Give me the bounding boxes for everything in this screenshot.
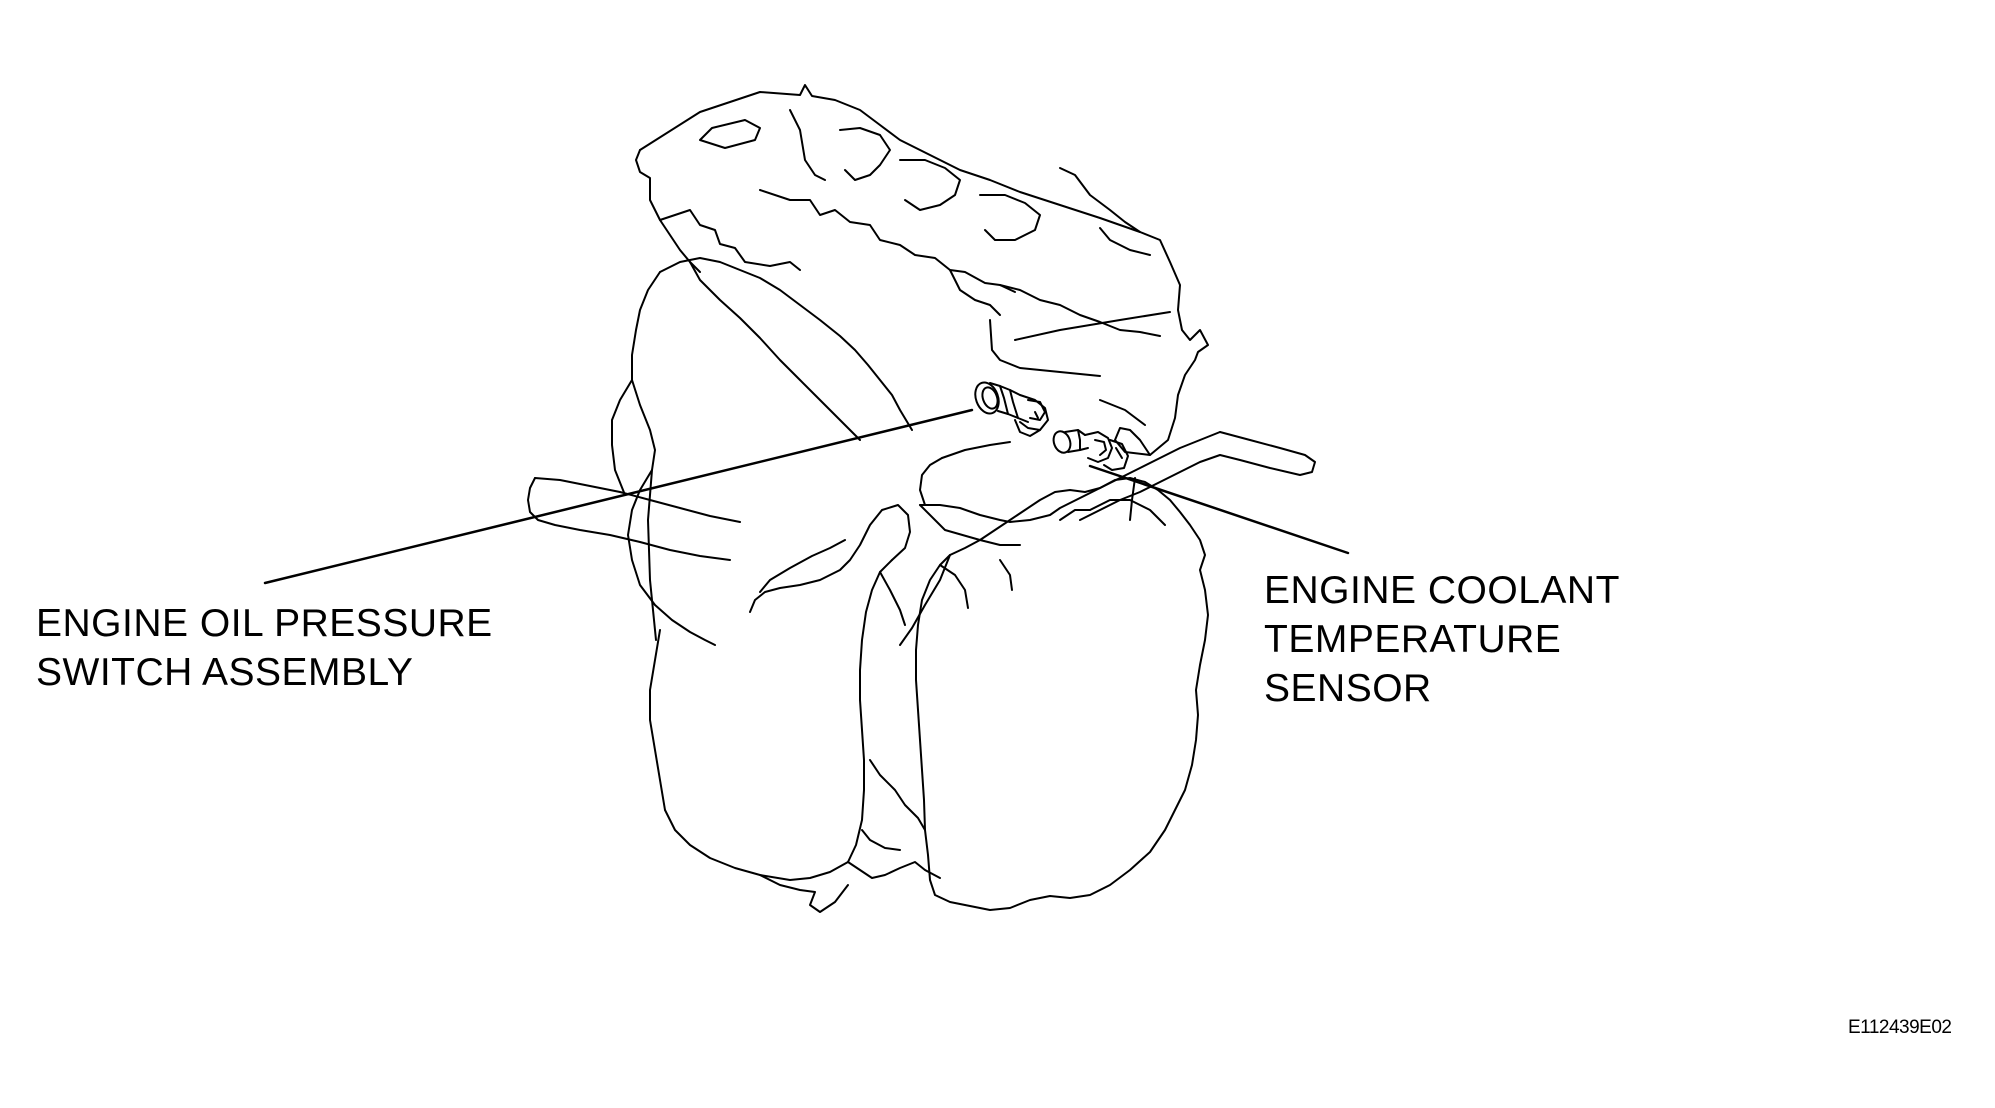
leader-lines (263, 408, 1350, 585)
intake-housing (611, 257, 913, 811)
coolant-temp-sensor-part (1052, 429, 1129, 471)
coolant-temp-sensor-label-line1: ENGINE COOLANT (1264, 569, 1620, 612)
oil-pressure-switch-part (974, 381, 1049, 437)
coolant-temp-sensor-label-line3: SENSOR (1264, 667, 1432, 710)
engine-block-lower (664, 504, 941, 913)
coolant-temp-sensor-label: ENGINE COOLANT TEMPERATURE SENSOR (1264, 566, 1620, 713)
oil-pressure-switch-label: ENGINE OIL PRESSURE SWITCH ASSEMBLY (36, 599, 493, 697)
oil-pressure-switch-label-line2: SWITCH ASSEMBLY (36, 651, 414, 694)
coolant-sensor-leader-line (1088, 464, 1350, 555)
coolant-temp-sensor-label-line2: TEMPERATURE (1264, 618, 1562, 661)
timing-cover (899, 477, 1209, 911)
figure-code: E112439E02 (1848, 1017, 1952, 1038)
oil-switch-leader-line (263, 408, 974, 585)
water-pipe (527, 431, 1316, 561)
oil-pressure-switch-label-line1: ENGINE OIL PRESSURE (36, 602, 493, 645)
cylinder-head-cover (635, 84, 1209, 456)
